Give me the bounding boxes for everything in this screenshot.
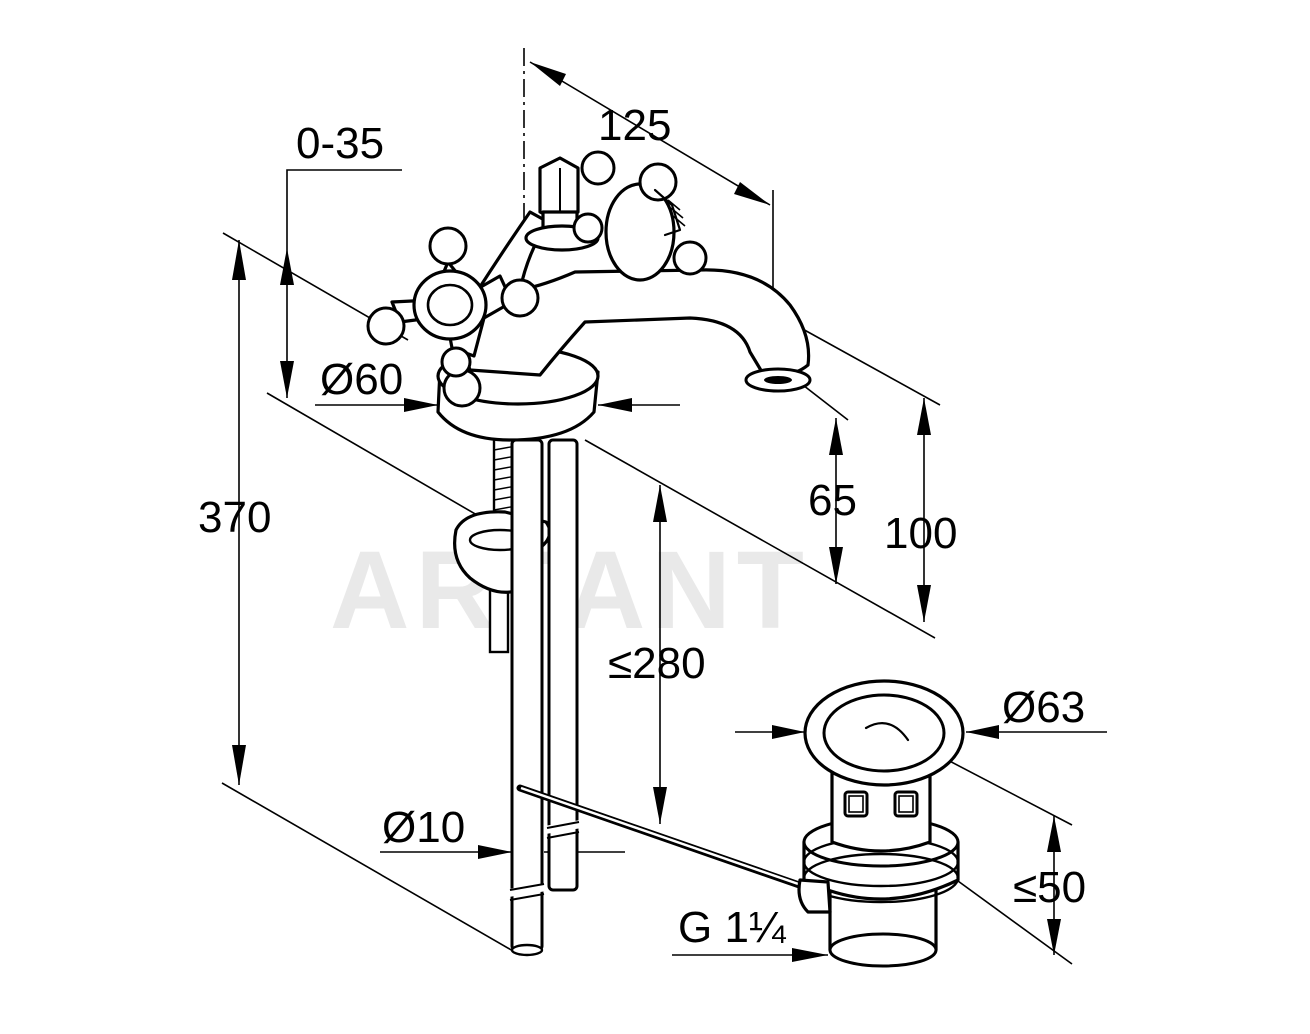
dim-370: 370 (198, 240, 271, 785)
dim-100-label: 100 (884, 509, 957, 558)
dim-65-label: 65 (808, 476, 857, 525)
dim-280: ≤280 (608, 485, 706, 824)
dim-d10: Ø10 (380, 803, 625, 859)
rear-handle (572, 150, 708, 282)
dim-280-label: ≤280 (608, 639, 706, 688)
dim-125: 125 (523, 48, 774, 316)
dim-d10-label: Ø10 (382, 803, 465, 852)
dim-0-35-label: 0-35 (296, 119, 384, 168)
faucet-body (366, 150, 812, 957)
extension-lines (221, 232, 1073, 965)
dim-125-label: 125 (598, 101, 671, 150)
dim-d60: Ø60 (315, 355, 680, 412)
waste-valve (797, 679, 965, 968)
dim-d60-label: Ø60 (320, 355, 403, 404)
dim-370-label: 370 (198, 493, 271, 542)
dim-65: 65 (808, 418, 857, 584)
dim-thread-label: G 1¼ (678, 903, 787, 952)
dim-50: ≤50 (1013, 816, 1086, 955)
dim-50-label: ≤50 (1013, 863, 1086, 912)
dim-thread: G 1¼ (672, 903, 828, 962)
dim-0-35: 0-35 (280, 119, 402, 398)
dim-d63: Ø63 (735, 683, 1107, 739)
dim-100: 100 (884, 398, 957, 622)
front-handle (366, 226, 540, 408)
dim-d63-label: Ø63 (1002, 683, 1085, 732)
